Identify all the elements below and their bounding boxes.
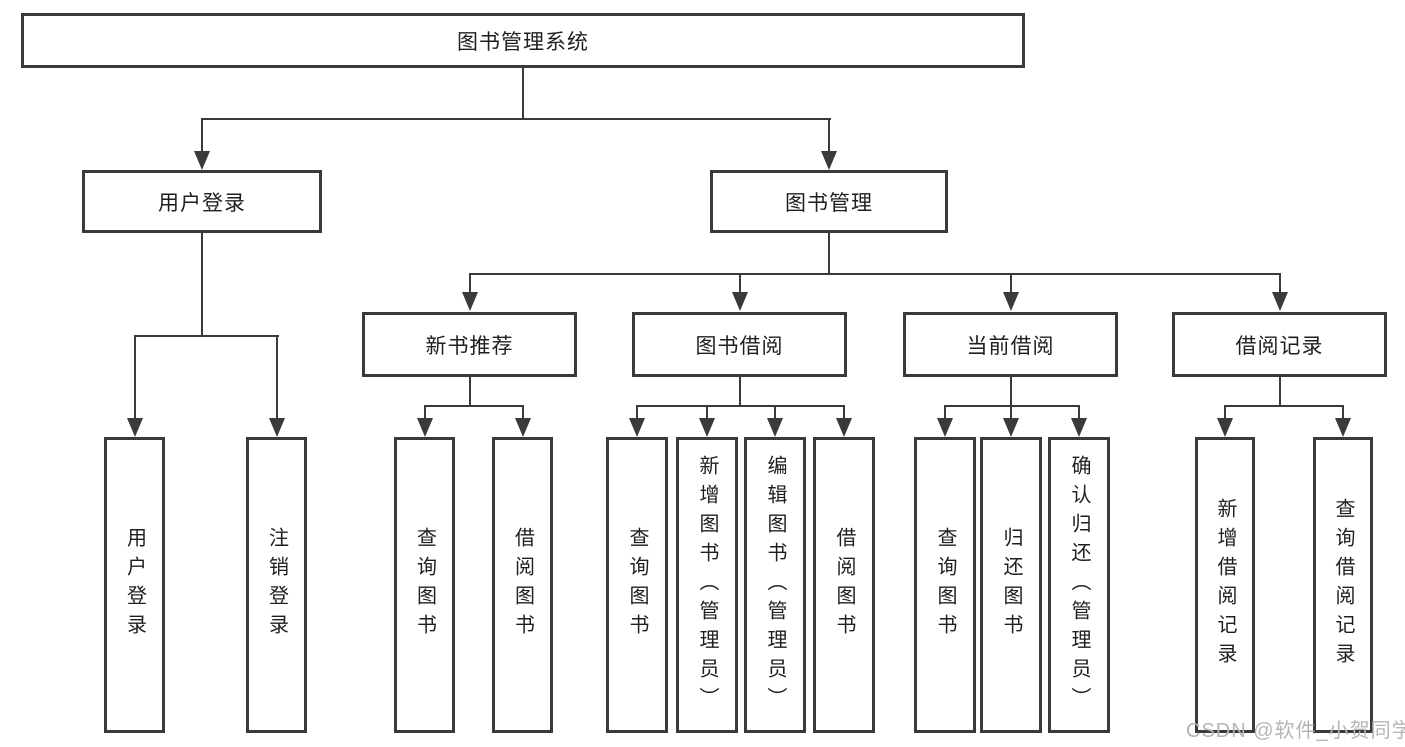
node-new-book-recommend: 新书推荐	[362, 312, 577, 377]
connector-line	[469, 273, 471, 293]
connector-line	[774, 405, 776, 419]
arrowhead-down-icon	[836, 418, 852, 437]
arrowhead-down-icon	[732, 292, 748, 311]
arrowhead-down-icon	[269, 418, 285, 437]
connector-line	[706, 405, 708, 419]
arrowhead-down-icon	[462, 292, 478, 311]
arrowhead-down-icon	[1071, 418, 1087, 437]
node-current-borrow-label: 当前借阅	[966, 334, 1055, 358]
connector-line	[944, 405, 1080, 407]
connector-line	[134, 335, 279, 337]
node-book-management: 图书管理	[710, 170, 948, 233]
csdn-watermark: CSDN @软件_小贺同学	[1186, 720, 1405, 742]
leaf-confirm-return-admin-label: 确认归还（管理员）	[1068, 454, 1090, 716]
connector-line	[134, 335, 136, 418]
connector-line	[944, 405, 946, 419]
leaf-query-books-3: 查询图书	[914, 437, 976, 733]
connector-line	[1279, 377, 1281, 405]
connector-line	[522, 68, 524, 120]
connector-line	[469, 377, 471, 405]
connector-line	[424, 405, 524, 407]
connector-line	[1078, 405, 1080, 419]
connector-line	[828, 233, 830, 273]
leaf-add-borrow-record: 新增借阅记录	[1195, 437, 1255, 733]
leaf-query-borrow-record: 查询借阅记录	[1313, 437, 1373, 733]
leaf-user-login-label: 用户登录	[123, 527, 146, 643]
node-book-borrow: 图书借阅	[632, 312, 847, 377]
leaf-query-books-1: 查询图书	[394, 437, 455, 733]
leaf-return-book-label: 归还图书	[1000, 527, 1022, 643]
node-current-borrow: 当前借阅	[903, 312, 1118, 377]
arrowhead-down-icon	[629, 418, 645, 437]
node-root-label: 图书管理系统	[457, 30, 589, 54]
connector-line	[1010, 273, 1012, 293]
connector-line	[828, 118, 830, 152]
leaf-query-books-2: 查询图书	[606, 437, 668, 733]
leaf-edit-book-admin-label: 编辑图书（管理员）	[764, 454, 786, 716]
leaf-query-books-2-label: 查询图书	[626, 527, 648, 643]
connector-line	[201, 118, 203, 152]
connector-line	[1224, 405, 1344, 407]
leaf-borrow-books-1-label: 借阅图书	[511, 527, 534, 643]
leaf-borrow-books-2: 借阅图书	[813, 437, 875, 733]
leaf-logout-label: 注销登录	[265, 527, 288, 643]
connector-line	[1010, 377, 1012, 405]
connector-line	[843, 405, 845, 419]
connector-line	[1010, 405, 1012, 419]
connector-line	[739, 377, 741, 405]
arrowhead-down-icon	[1335, 418, 1351, 437]
arrowhead-down-icon	[194, 151, 210, 170]
leaf-borrow-books-1: 借阅图书	[492, 437, 553, 733]
leaf-return-book: 归还图书	[980, 437, 1042, 733]
arrowhead-down-icon	[1003, 292, 1019, 311]
arrowhead-down-icon	[1272, 292, 1288, 311]
connector-line	[636, 405, 638, 419]
node-borrow-records: 借阅记录	[1172, 312, 1387, 377]
arrowhead-down-icon	[821, 151, 837, 170]
connector-line	[469, 273, 1281, 275]
connector-line	[201, 118, 831, 120]
arrowhead-down-icon	[417, 418, 433, 437]
connector-line	[1342, 405, 1344, 419]
node-user-login-label: 用户登录	[158, 191, 246, 215]
connector-line	[201, 233, 203, 335]
leaf-add-book-admin: 新增图书（管理员）	[676, 437, 738, 733]
connector-line	[522, 405, 524, 419]
leaf-query-books-3-label: 查询图书	[934, 527, 956, 643]
node-book-borrow-label: 图书借阅	[695, 334, 784, 358]
arrowhead-down-icon	[1217, 418, 1233, 437]
leaf-logout: 注销登录	[246, 437, 307, 733]
connector-line	[739, 273, 741, 293]
arrowhead-down-icon	[1003, 418, 1019, 437]
connector-line	[424, 405, 426, 419]
arrowhead-down-icon	[767, 418, 783, 437]
leaf-user-login: 用户登录	[104, 437, 165, 733]
leaf-add-borrow-record-label: 新增借阅记录	[1214, 498, 1236, 672]
leaf-query-books-1-label: 查询图书	[413, 527, 436, 643]
leaf-confirm-return-admin: 确认归还（管理员）	[1048, 437, 1110, 733]
connector-line	[276, 335, 278, 418]
arrowhead-down-icon	[937, 418, 953, 437]
node-borrow-records-label: 借阅记录	[1235, 334, 1324, 358]
connector-line	[1224, 405, 1226, 419]
arrowhead-down-icon	[127, 418, 143, 437]
leaf-add-book-admin-label: 新增图书（管理员）	[696, 454, 718, 716]
leaf-query-borrow-record-label: 查询借阅记录	[1332, 498, 1354, 672]
connector-line	[636, 405, 845, 407]
leaf-edit-book-admin: 编辑图书（管理员）	[744, 437, 806, 733]
arrowhead-down-icon	[699, 418, 715, 437]
connector-line	[1279, 273, 1281, 293]
node-new-book-recommend-label: 新书推荐	[425, 334, 514, 358]
node-root: 图书管理系统	[21, 13, 1025, 68]
arrowhead-down-icon	[515, 418, 531, 437]
node-book-management-label: 图书管理	[785, 191, 873, 215]
leaf-borrow-books-2-label: 借阅图书	[833, 527, 855, 643]
node-user-login: 用户登录	[82, 170, 322, 233]
